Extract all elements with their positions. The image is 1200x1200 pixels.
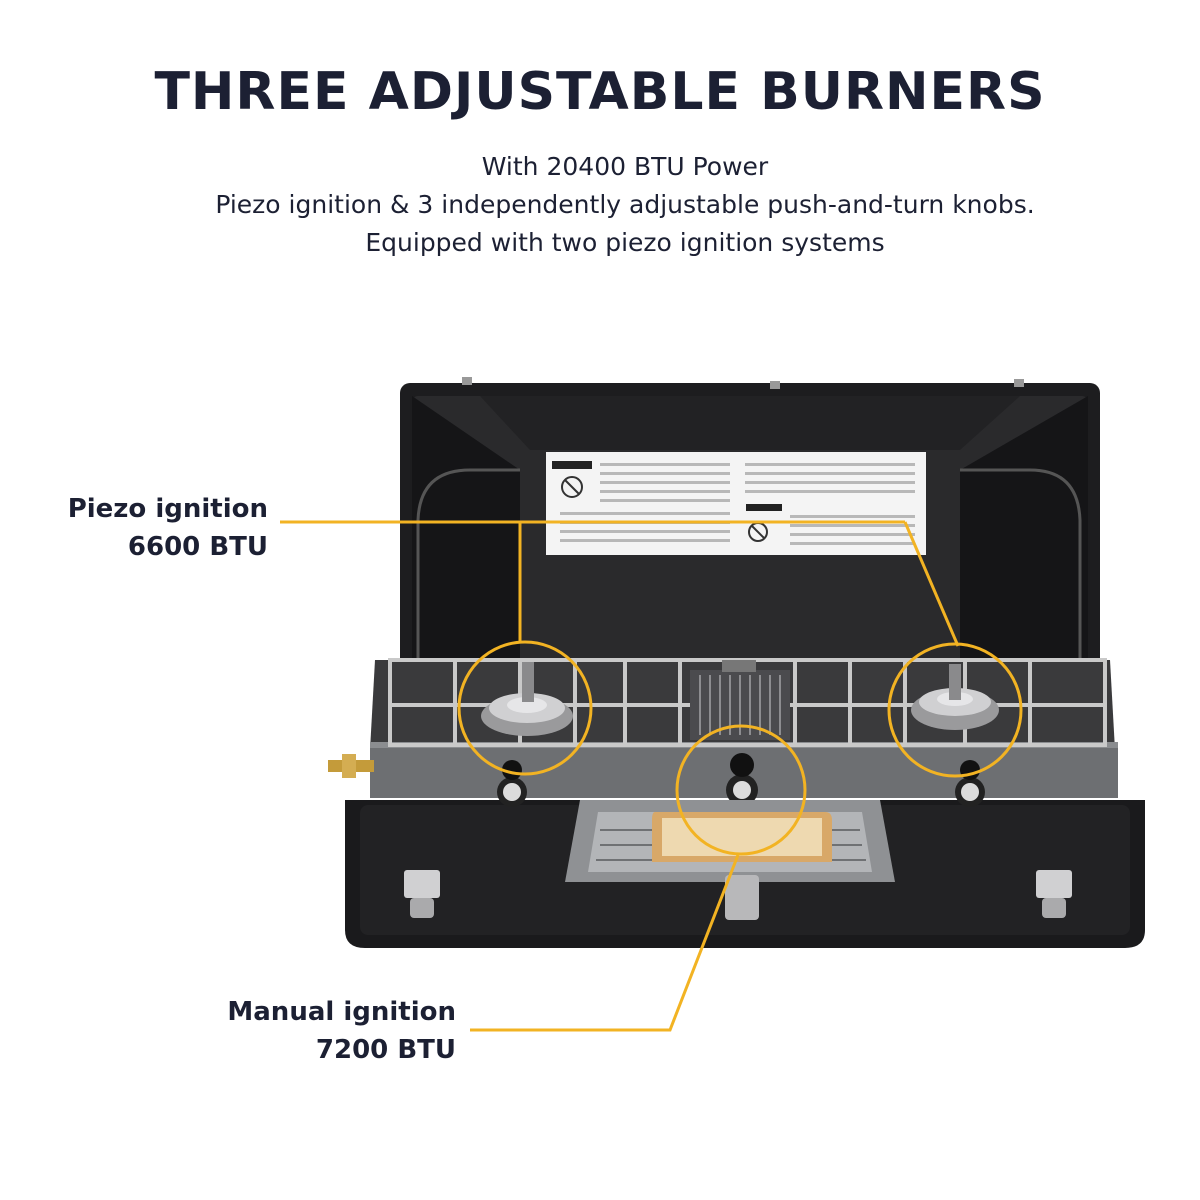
callout-highlights <box>280 520 1023 1032</box>
warning-label <box>546 452 926 555</box>
subtitle-line-ignition: Equipped with two piezo ignition systems <box>365 228 885 257</box>
wind-guard-left <box>416 468 520 700</box>
wind-guard-right <box>960 468 1082 700</box>
left-burner-highlight <box>457 640 593 776</box>
toast-slice <box>652 812 832 862</box>
center-knob <box>726 753 758 806</box>
callout-manual-btu: 7200 BTU <box>315 1035 456 1065</box>
left-latch <box>404 870 440 918</box>
callout-piezo-label: Piezo ignition <box>67 494 268 524</box>
headline: THREE ADJUSTABLE BURNERS <box>154 62 1046 122</box>
callout-piezo-btu: 6600 BTU <box>127 532 268 562</box>
subtitle-line-power: With 20400 BTU Power <box>481 152 769 181</box>
subtitle-line-knobs: Piezo ignition & 3 independently adjusta… <box>215 190 1035 219</box>
left-burner <box>481 662 573 736</box>
center-grill-plate <box>690 660 790 740</box>
right-latch <box>1036 870 1072 918</box>
right-burner-highlight <box>887 642 1023 778</box>
center-knob-highlight <box>675 724 807 856</box>
gas-inlet <box>328 754 374 778</box>
manual-leader-line <box>470 854 740 1032</box>
subtitle-block: With 20400 BTU Power Piezo ignition & 3 … <box>0 148 1200 262</box>
right-burner <box>911 664 999 730</box>
callout-manual-label: Manual ignition <box>227 997 456 1027</box>
piezo-leader-line-diagonal <box>903 521 960 647</box>
right-knob <box>955 760 985 807</box>
callout-manual-ignition: Manual ignition 7200 BTU <box>200 993 456 1069</box>
callout-piezo-ignition: Piezo ignition 6600 BTU <box>40 490 268 566</box>
